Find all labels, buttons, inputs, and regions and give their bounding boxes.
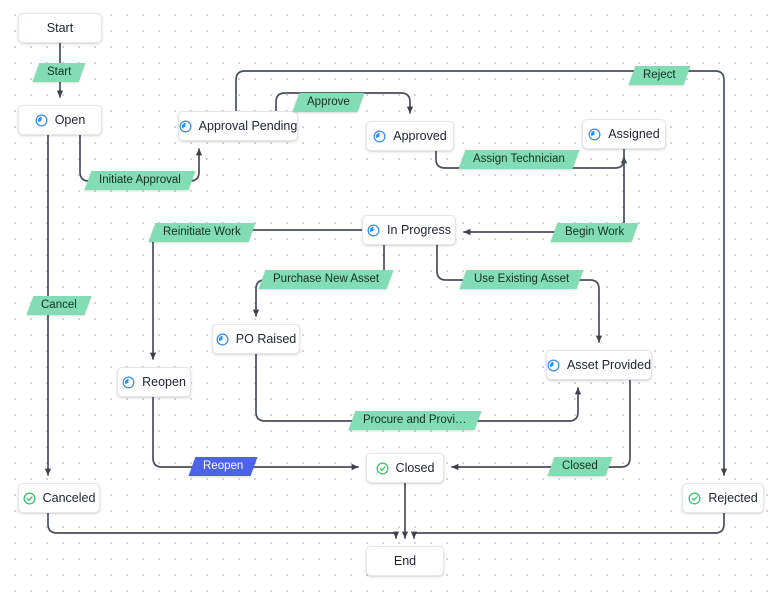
transition-label-t_closed[interactable]: Closed xyxy=(547,457,613,476)
transition-label-t_reject[interactable]: Reject xyxy=(628,66,691,85)
edge-inprogress-assetprovided xyxy=(436,244,603,343)
transition-label-t_approve[interactable]: Approve xyxy=(292,93,365,112)
node-label: End xyxy=(393,553,417,568)
clock-icon xyxy=(547,359,560,371)
transition-label-text: Purchase New Asset xyxy=(273,273,380,285)
clock-icon xyxy=(373,130,386,142)
transition-label-t_reopen[interactable]: Reopen xyxy=(188,457,258,476)
check-circle-icon xyxy=(376,462,389,474)
transition-label-t_start[interactable]: Start xyxy=(32,63,86,82)
clock-icon xyxy=(179,120,192,132)
transition-label-t_reinitiate_work[interactable]: Reinitiate Work xyxy=(148,223,256,242)
transition-label-t_procure_provide[interactable]: Procure and Provi… xyxy=(348,411,482,430)
node-label: Open xyxy=(54,112,86,127)
check-circle-icon xyxy=(688,492,701,504)
node-asset_provided[interactable]: Asset Provided xyxy=(546,350,652,380)
node-label: Reopen xyxy=(142,374,186,389)
node-canceled[interactable]: Canceled xyxy=(18,483,100,513)
node-label: Asset Provided xyxy=(566,357,652,372)
node-label: PO Raised xyxy=(235,331,297,346)
transition-label-text: Cancel xyxy=(41,299,77,311)
node-label: Closed xyxy=(395,460,435,475)
transition-label-t_cancel[interactable]: Cancel xyxy=(26,296,92,315)
node-closed[interactable]: Closed xyxy=(366,453,444,483)
transition-label-t_assign_technician[interactable]: Assign Technician xyxy=(458,150,580,169)
transition-label-text: Start xyxy=(47,66,72,78)
check-circle-icon xyxy=(23,492,36,504)
transition-label-text: Reinitiate Work xyxy=(163,226,241,238)
node-approval_pending[interactable]: Approval Pending xyxy=(178,111,298,141)
clock-icon xyxy=(588,128,601,140)
node-label: In Progress xyxy=(387,222,451,237)
transition-label-text: Reject xyxy=(643,69,676,81)
node-reopen_node[interactable]: Reopen xyxy=(117,367,191,397)
clock-icon xyxy=(216,333,229,345)
node-approved[interactable]: Approved xyxy=(366,121,454,151)
node-end[interactable]: End xyxy=(366,546,444,576)
node-label: Assigned xyxy=(608,126,660,141)
node-rejected[interactable]: Rejected xyxy=(682,483,764,513)
transition-label-text: Procure and Provi… xyxy=(363,414,467,426)
node-assigned[interactable]: Assigned xyxy=(582,119,666,149)
transition-label-t_use_existing[interactable]: Use Existing Asset xyxy=(459,270,584,289)
edge-canceled-end xyxy=(47,512,400,539)
edge-assetprovided-closed xyxy=(451,379,631,471)
clock-icon xyxy=(367,224,380,236)
edge-rejected-end xyxy=(410,512,725,539)
node-label: Start xyxy=(46,20,74,35)
transition-label-text: Closed xyxy=(562,460,598,472)
transition-label-text: Approve xyxy=(307,96,350,108)
transition-label-text: Assign Technician xyxy=(473,153,565,165)
node-label: Approval Pending xyxy=(198,118,298,133)
clock-icon xyxy=(122,376,135,388)
node-label: Rejected xyxy=(708,490,758,505)
node-po_raised[interactable]: PO Raised xyxy=(212,324,300,354)
node-start[interactable]: Start xyxy=(18,13,102,43)
transition-label-t_purchase_new[interactable]: Purchase New Asset xyxy=(258,270,394,289)
node-in_progress[interactable]: In Progress xyxy=(362,215,456,245)
transition-label-text: Begin Work xyxy=(565,226,625,238)
transition-label-t_begin_work[interactable]: Begin Work xyxy=(550,223,639,242)
node-label: Approved xyxy=(393,128,447,143)
transition-label-text: Reopen xyxy=(203,460,244,472)
node-label: Canceled xyxy=(42,490,96,505)
transition-label-text: Use Existing Asset xyxy=(474,273,570,285)
transition-label-text: Initiate Approval xyxy=(99,174,181,186)
clock-icon xyxy=(35,114,48,126)
transition-label-t_initiate_approval[interactable]: Initiate Approval xyxy=(84,171,196,190)
node-open[interactable]: Open xyxy=(18,105,102,135)
